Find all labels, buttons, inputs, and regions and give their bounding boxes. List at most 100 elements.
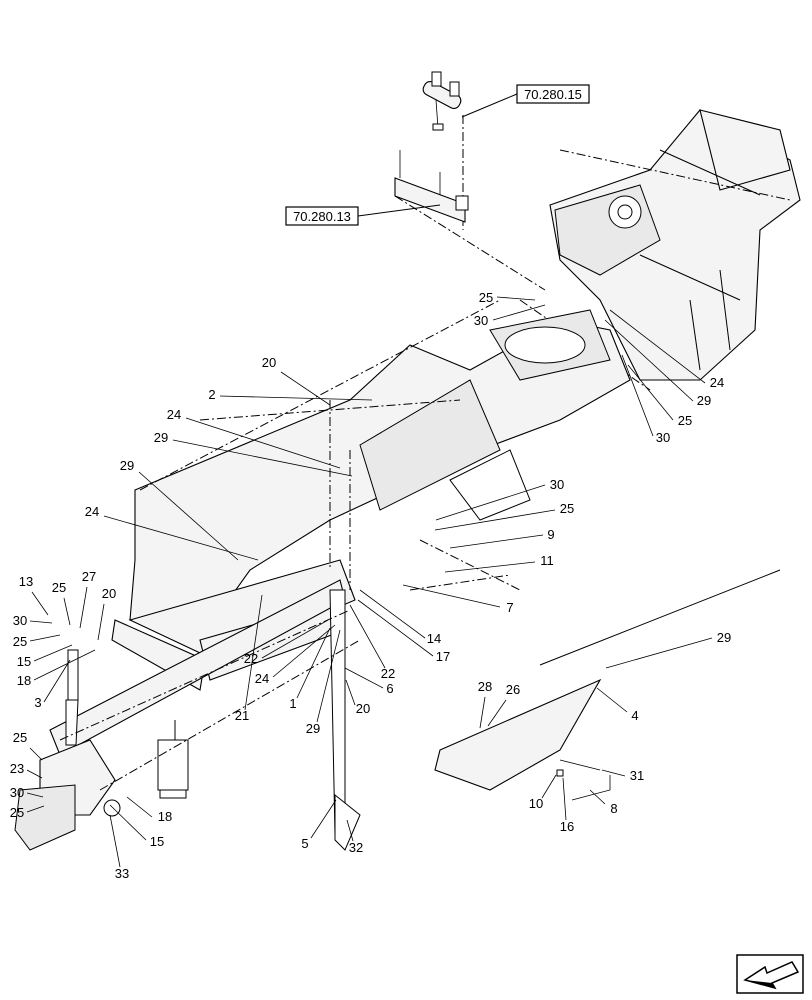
callout-c17: 17 [357,599,450,664]
callout-c15b: 15 [109,804,164,849]
svg-text:9: 9 [547,527,554,542]
callout-c24d: 24 [255,624,336,686]
callout-c31: 31 [601,768,644,783]
callout-c25c: 25 [434,501,574,531]
ref-70-280-15[interactable]: 70.280.15 [461,84,590,118]
cylinder-subassembly [422,71,464,230]
next-page-arrow-icon[interactable] [736,954,804,994]
callout-c22b: 22 [244,619,329,666]
callout-c16: 16 [560,777,574,834]
svg-text:29: 29 [306,721,320,736]
callout-c30a: 30 [474,304,546,328]
callouts: 25 30 24 29 25 30 20 2 24 29 29 30 25 9 … [10,290,731,881]
callout-c14: 14 [359,589,441,646]
svg-text:25: 25 [13,634,27,649]
front-frame-assembly [519,109,801,391]
svg-text:25: 25 [52,580,66,595]
svg-text:26: 26 [506,682,520,697]
callout-c25f: 25 [13,730,43,761]
callout-c5: 5 [301,799,337,851]
callout-c30e: 30 [10,785,44,800]
callout-c30d: 30 [13,613,53,628]
svg-text:25: 25 [10,805,24,820]
callout-c25e: 25 [13,634,61,649]
svg-text:30: 30 [474,313,488,328]
callout-c20c: 20 [345,679,370,716]
callout-c21: 21 [235,594,263,723]
shield-panel [434,569,781,801]
callout-c30c: 30 [435,477,564,521]
callout-c32: 32 [346,819,363,855]
callout-c8: 8 [589,789,618,816]
svg-text:25: 25 [560,501,574,516]
svg-text:29: 29 [717,630,731,645]
svg-text:8: 8 [610,801,617,816]
svg-text:11: 11 [540,553,554,568]
callout-c20a: 20 [262,355,331,406]
callout-c23: 23 [10,761,43,779]
svg-text:22: 22 [381,666,395,681]
callout-c33: 33 [109,814,129,881]
svg-text:27: 27 [82,569,96,584]
svg-text:15: 15 [150,834,164,849]
svg-text:33: 33 [115,866,129,881]
svg-text:24: 24 [85,504,99,519]
svg-text:17: 17 [436,649,450,664]
svg-text:24: 24 [710,375,724,390]
callout-c29c: 29 [120,458,239,561]
svg-text:6: 6 [386,681,393,696]
callout-c28: 28 [478,679,492,729]
svg-text:20: 20 [102,586,116,601]
callout-c10: 10 [529,774,557,811]
callout-c29a: 29 [604,319,711,408]
callout-c15a: 15 [17,644,73,669]
svg-text:14: 14 [427,631,441,646]
callout-c13: 13 [19,574,49,616]
callout-c9: 9 [449,527,555,549]
callout-c18a: 18 [17,649,96,688]
callout-c30b: 30 [621,354,670,445]
callout-c24a: 24 [609,309,724,390]
callout-c26: 26 [487,682,520,727]
svg-text:29: 29 [120,458,134,473]
ref-70-280-13[interactable]: 70.280.13 [285,204,441,226]
svg-text:31: 31 [630,768,644,783]
svg-text:24: 24 [255,671,269,686]
callout-c27: 27 [79,569,96,629]
svg-text:70.280.15: 70.280.15 [524,87,582,102]
svg-text:21: 21 [235,708,249,723]
svg-text:25: 25 [13,730,27,745]
svg-text:25: 25 [678,413,692,428]
svg-text:28: 28 [478,679,492,694]
callout-c18b: 18 [126,796,172,824]
callout-c25d: 25 [52,580,71,626]
svg-text:10: 10 [529,796,543,811]
svg-text:24: 24 [167,407,181,422]
callout-c25b: 25 [627,364,692,428]
svg-text:30: 30 [13,613,27,628]
svg-text:4: 4 [631,708,638,723]
svg-text:29: 29 [154,430,168,445]
svg-text:23: 23 [10,761,24,776]
callout-c22a: 22 [349,604,395,681]
svg-text:29: 29 [697,393,711,408]
svg-text:15: 15 [17,654,31,669]
callout-c3: 3 [34,659,71,710]
callout-c7: 7 [402,584,514,615]
callout-c4: 4 [596,687,639,723]
callout-c2: 2 [208,387,373,402]
svg-text:30: 30 [656,430,670,445]
svg-text:30: 30 [10,785,24,800]
svg-text:3: 3 [34,695,41,710]
main-frame [14,299,631,851]
svg-text:30: 30 [550,477,564,492]
callout-c1: 1 [289,627,331,711]
svg-text:16: 16 [560,819,574,834]
callout-c25a: 25 [479,290,536,305]
svg-text:18: 18 [17,673,31,688]
svg-text:2: 2 [208,387,215,402]
callout-c29d: 29 [605,630,731,669]
callout-c25g: 25 [10,805,45,820]
svg-text:20: 20 [262,355,276,370]
